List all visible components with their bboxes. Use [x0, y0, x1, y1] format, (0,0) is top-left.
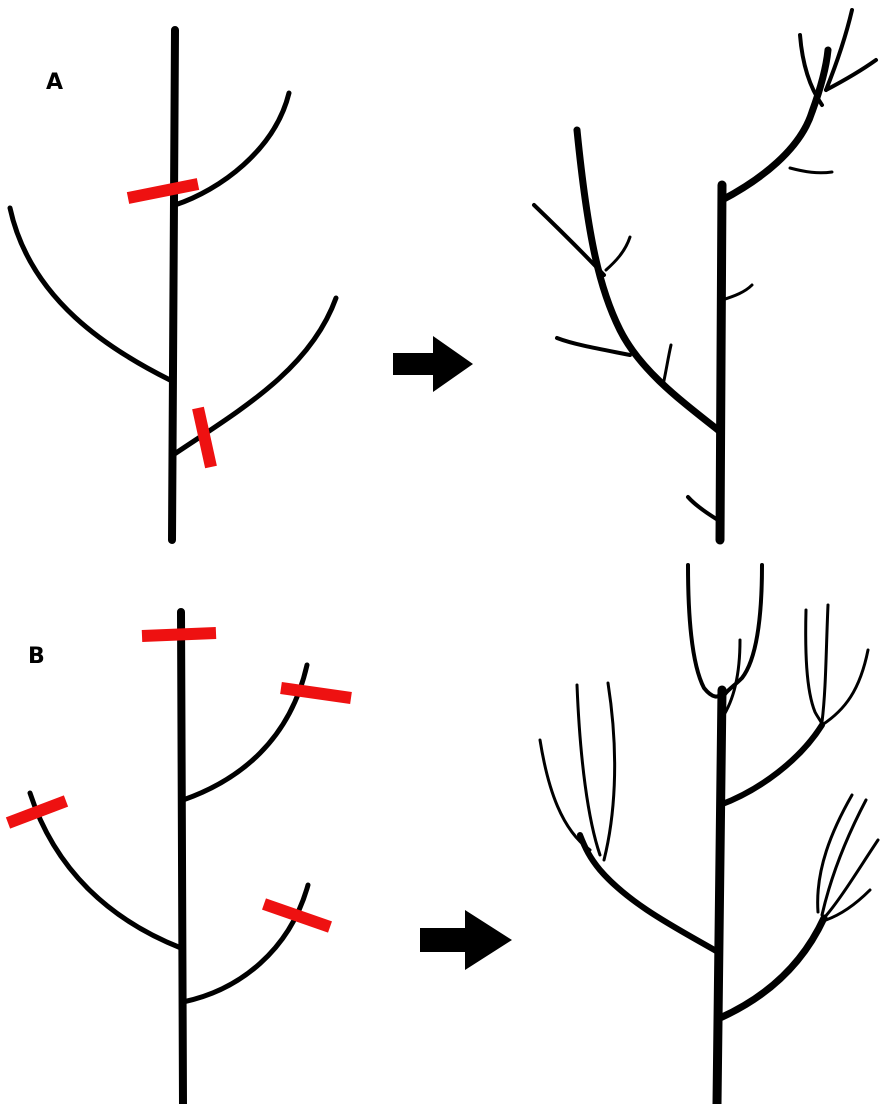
panel-a: A: [7, 8, 878, 545]
upper-right-branch: [172, 90, 292, 208]
left-branch: [7, 205, 173, 383]
twig: [686, 495, 720, 522]
left-branch: [577, 832, 721, 955]
lower-right-branch: [170, 295, 339, 458]
panel-b: B: [5, 563, 880, 1104]
right-arrow-icon: [420, 910, 512, 970]
upper-branch: [718, 46, 832, 204]
shoot: [820, 798, 868, 917]
shoot: [816, 793, 854, 914]
panel-a-label: A: [46, 70, 63, 95]
upper-right-branch: [717, 722, 825, 808]
twig: [798, 33, 824, 107]
trunk: [168, 26, 179, 544]
twig: [720, 283, 754, 302]
left-branch: [573, 126, 722, 434]
panel-a-cut-marks: [126, 178, 217, 469]
leader-shoot: [720, 638, 742, 720]
panel-a-after-tree: [532, 8, 878, 545]
trunk: [715, 180, 727, 545]
shoot: [602, 681, 617, 862]
twig: [824, 8, 854, 92]
cut-mark: [192, 406, 217, 469]
cut-mark: [126, 178, 200, 204]
panel-a-before-tree: [7, 26, 339, 544]
panel-b-cut-marks: [5, 627, 352, 933]
left-branch: [27, 790, 184, 951]
shoot: [824, 888, 872, 922]
lower-right-branch: [180, 882, 311, 1005]
shoot: [575, 683, 602, 857]
shoot: [822, 838, 880, 920]
trunk: [712, 685, 727, 1104]
panel-b-label: B: [28, 644, 45, 669]
trunk: [177, 608, 187, 1104]
leader-shoot: [720, 563, 764, 702]
twig: [555, 336, 632, 357]
right-arrow-icon: [393, 336, 473, 392]
cut-mark: [5, 795, 69, 829]
twig: [788, 166, 834, 175]
twig: [824, 58, 878, 92]
shoot: [538, 738, 592, 852]
cut-mark: [262, 898, 332, 933]
twig: [661, 343, 673, 387]
shoot: [820, 648, 870, 727]
panel-b-after-tree: [538, 563, 880, 1104]
shoot: [804, 608, 824, 727]
cut-mark: [141, 627, 217, 642]
panel-b-before-tree: [27, 608, 311, 1104]
cut-mark: [280, 682, 352, 704]
lower-right-branch: [716, 914, 828, 1022]
twig: [604, 235, 632, 272]
shoot: [820, 603, 830, 724]
leader-shoot: [686, 563, 724, 699]
twig: [532, 203, 606, 277]
